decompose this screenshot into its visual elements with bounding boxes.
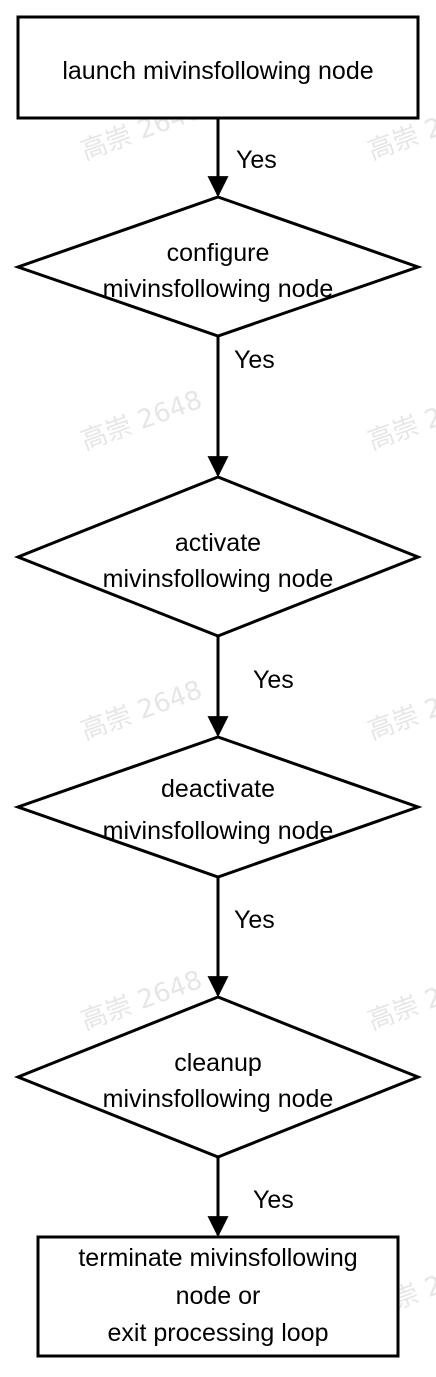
node-terminate-label-line-2: node or: [176, 1282, 261, 1310]
edge-label-deactivate-to-cleanup: Yes: [234, 906, 275, 934]
node-terminate: terminate mivinsfollowing node or exit p…: [36, 1235, 400, 1358]
node-cleanup-shape: [13, 995, 423, 1159]
edge-label-activate-to-deactivate: Yes: [253, 666, 294, 694]
watermark-text: 高崇 2648: [77, 385, 206, 456]
watermark-text: 高崇 2648: [364, 385, 436, 456]
node-cleanup-label-line-2: mivinsfollowing node: [103, 1085, 334, 1113]
edges-layer: Yes Yes Yes Yes Yes: [207, 118, 294, 1238]
edge-label-cleanup-to-terminate: Yes: [253, 1186, 294, 1214]
node-deactivate-shape: [13, 735, 423, 879]
node-deactivate-label-line-2: mivinsfollowing node: [103, 817, 334, 845]
node-terminate-shape: [36, 1235, 400, 1358]
node-configure-label-line-1: configure: [167, 239, 270, 267]
node-launch-shape: [16, 15, 420, 120]
node-configure-label-line-2: mivinsfollowing node: [103, 275, 334, 303]
node-deactivate: deactivate mivinsfollowing node: [13, 735, 423, 879]
node-terminate-label-line-1: terminate mivinsfollowing: [78, 1244, 357, 1272]
node-configure: configure mivinsfollowing node: [13, 195, 423, 338]
nodes-layer: launch mivinsfollowing node configure mi…: [13, 15, 423, 1358]
node-launch: launch mivinsfollowing node: [16, 15, 420, 120]
node-activate: activate mivinsfollowing node: [13, 475, 423, 638]
node-launch-label: launch mivinsfollowing node: [62, 57, 373, 85]
watermark-text: 高崇 2648: [364, 965, 436, 1036]
node-cleanup: cleanup mivinsfollowing node: [13, 995, 423, 1159]
node-cleanup-label-line-1: cleanup: [174, 1049, 262, 1077]
watermark-text: 高崇 2648: [364, 675, 436, 746]
edge-label-launch-to-configure: Yes: [236, 146, 277, 174]
node-activate-label-line-1: activate: [175, 529, 261, 557]
node-configure-shape: [13, 195, 423, 338]
node-activate-label-line-2: mivinsfollowing node: [103, 565, 334, 593]
edge-label-configure-to-activate: Yes: [234, 346, 275, 374]
node-terminate-label-line-3: exit processing loop: [108, 1319, 329, 1347]
watermark-text: 高崇 2648: [77, 675, 206, 746]
node-activate-shape: [13, 475, 423, 638]
node-deactivate-label-line-1: deactivate: [161, 775, 275, 803]
